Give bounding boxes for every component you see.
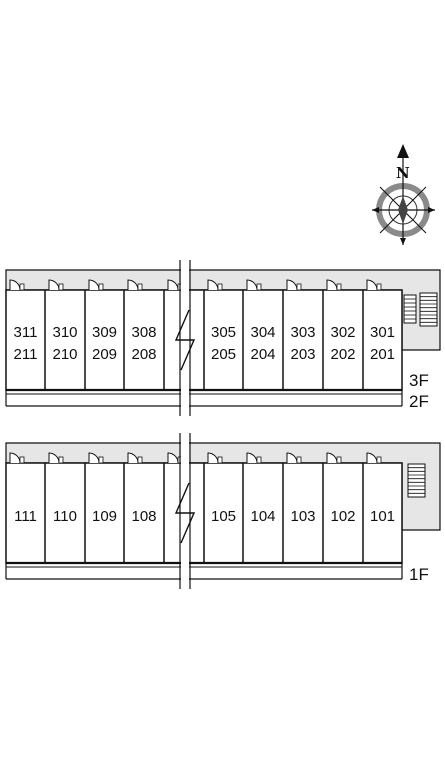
unit-number: 109 xyxy=(92,508,117,525)
unit-number: 302 xyxy=(330,324,355,341)
door-icon xyxy=(256,456,262,464)
unit-number: 310 xyxy=(52,324,77,341)
floor-label: 1F xyxy=(409,565,429,584)
compass-icon: N xyxy=(372,144,435,245)
unit-number: 110 xyxy=(53,508,77,525)
door-icon xyxy=(296,456,302,464)
unit-number: 303 xyxy=(290,324,315,341)
break-zigzag xyxy=(174,482,196,544)
door-icon xyxy=(98,283,104,291)
door-icon xyxy=(217,283,223,291)
break-gap xyxy=(181,433,189,589)
stairs-icon xyxy=(403,292,438,327)
unit-number: 203 xyxy=(290,346,315,363)
unit-number: 211 xyxy=(14,346,38,363)
door-icon xyxy=(296,283,302,291)
unit-number: 209 xyxy=(92,346,117,363)
floor-label: 2F xyxy=(409,392,429,411)
door-icon xyxy=(58,456,64,464)
break-zigzag xyxy=(174,309,196,371)
door-icon xyxy=(137,283,143,291)
unit-number: 204 xyxy=(250,346,275,363)
building-upper: 311 211 310 210 309 209 308 208 305 205 304 204 303 2… xyxy=(5,260,441,416)
unit-number: 208 xyxy=(131,346,156,363)
unit-number: 101 xyxy=(370,508,395,525)
unit-number: 309 xyxy=(92,324,117,341)
door-icon xyxy=(19,456,25,464)
unit-number: 103 xyxy=(290,508,315,525)
unit-number: 304 xyxy=(250,324,275,341)
unit-number: 305 xyxy=(211,324,236,341)
door-icon xyxy=(137,456,143,464)
break-gap xyxy=(181,260,189,416)
unit-number: 202 xyxy=(330,346,355,363)
unit-number: 301 xyxy=(370,324,395,341)
floor-label: 3F xyxy=(409,371,429,390)
unit-number: 104 xyxy=(250,508,275,525)
door-icon xyxy=(376,283,382,291)
door-icon xyxy=(256,283,262,291)
unit-number: 201 xyxy=(370,346,395,363)
unit-number: 210 xyxy=(52,346,77,363)
door-icon xyxy=(336,283,342,291)
unit-number: 205 xyxy=(211,346,236,363)
compass-north-label: N xyxy=(396,164,410,182)
door-icon xyxy=(98,456,104,464)
unit-number: 105 xyxy=(211,508,236,525)
unit-number: 108 xyxy=(131,508,156,525)
door-icon xyxy=(19,283,25,291)
unit-number: 111 xyxy=(14,508,37,525)
door-icon xyxy=(376,456,382,464)
building-lower: 111 110 109 108 105 104 103 102 101 1F xyxy=(5,433,441,589)
door-icon xyxy=(336,456,342,464)
door-icon xyxy=(217,456,223,464)
unit-number: 308 xyxy=(131,324,156,341)
unit-number: 311 xyxy=(14,324,38,341)
stairs-icon xyxy=(407,463,426,498)
unit-number: 102 xyxy=(330,508,355,525)
door-icon xyxy=(58,283,64,291)
